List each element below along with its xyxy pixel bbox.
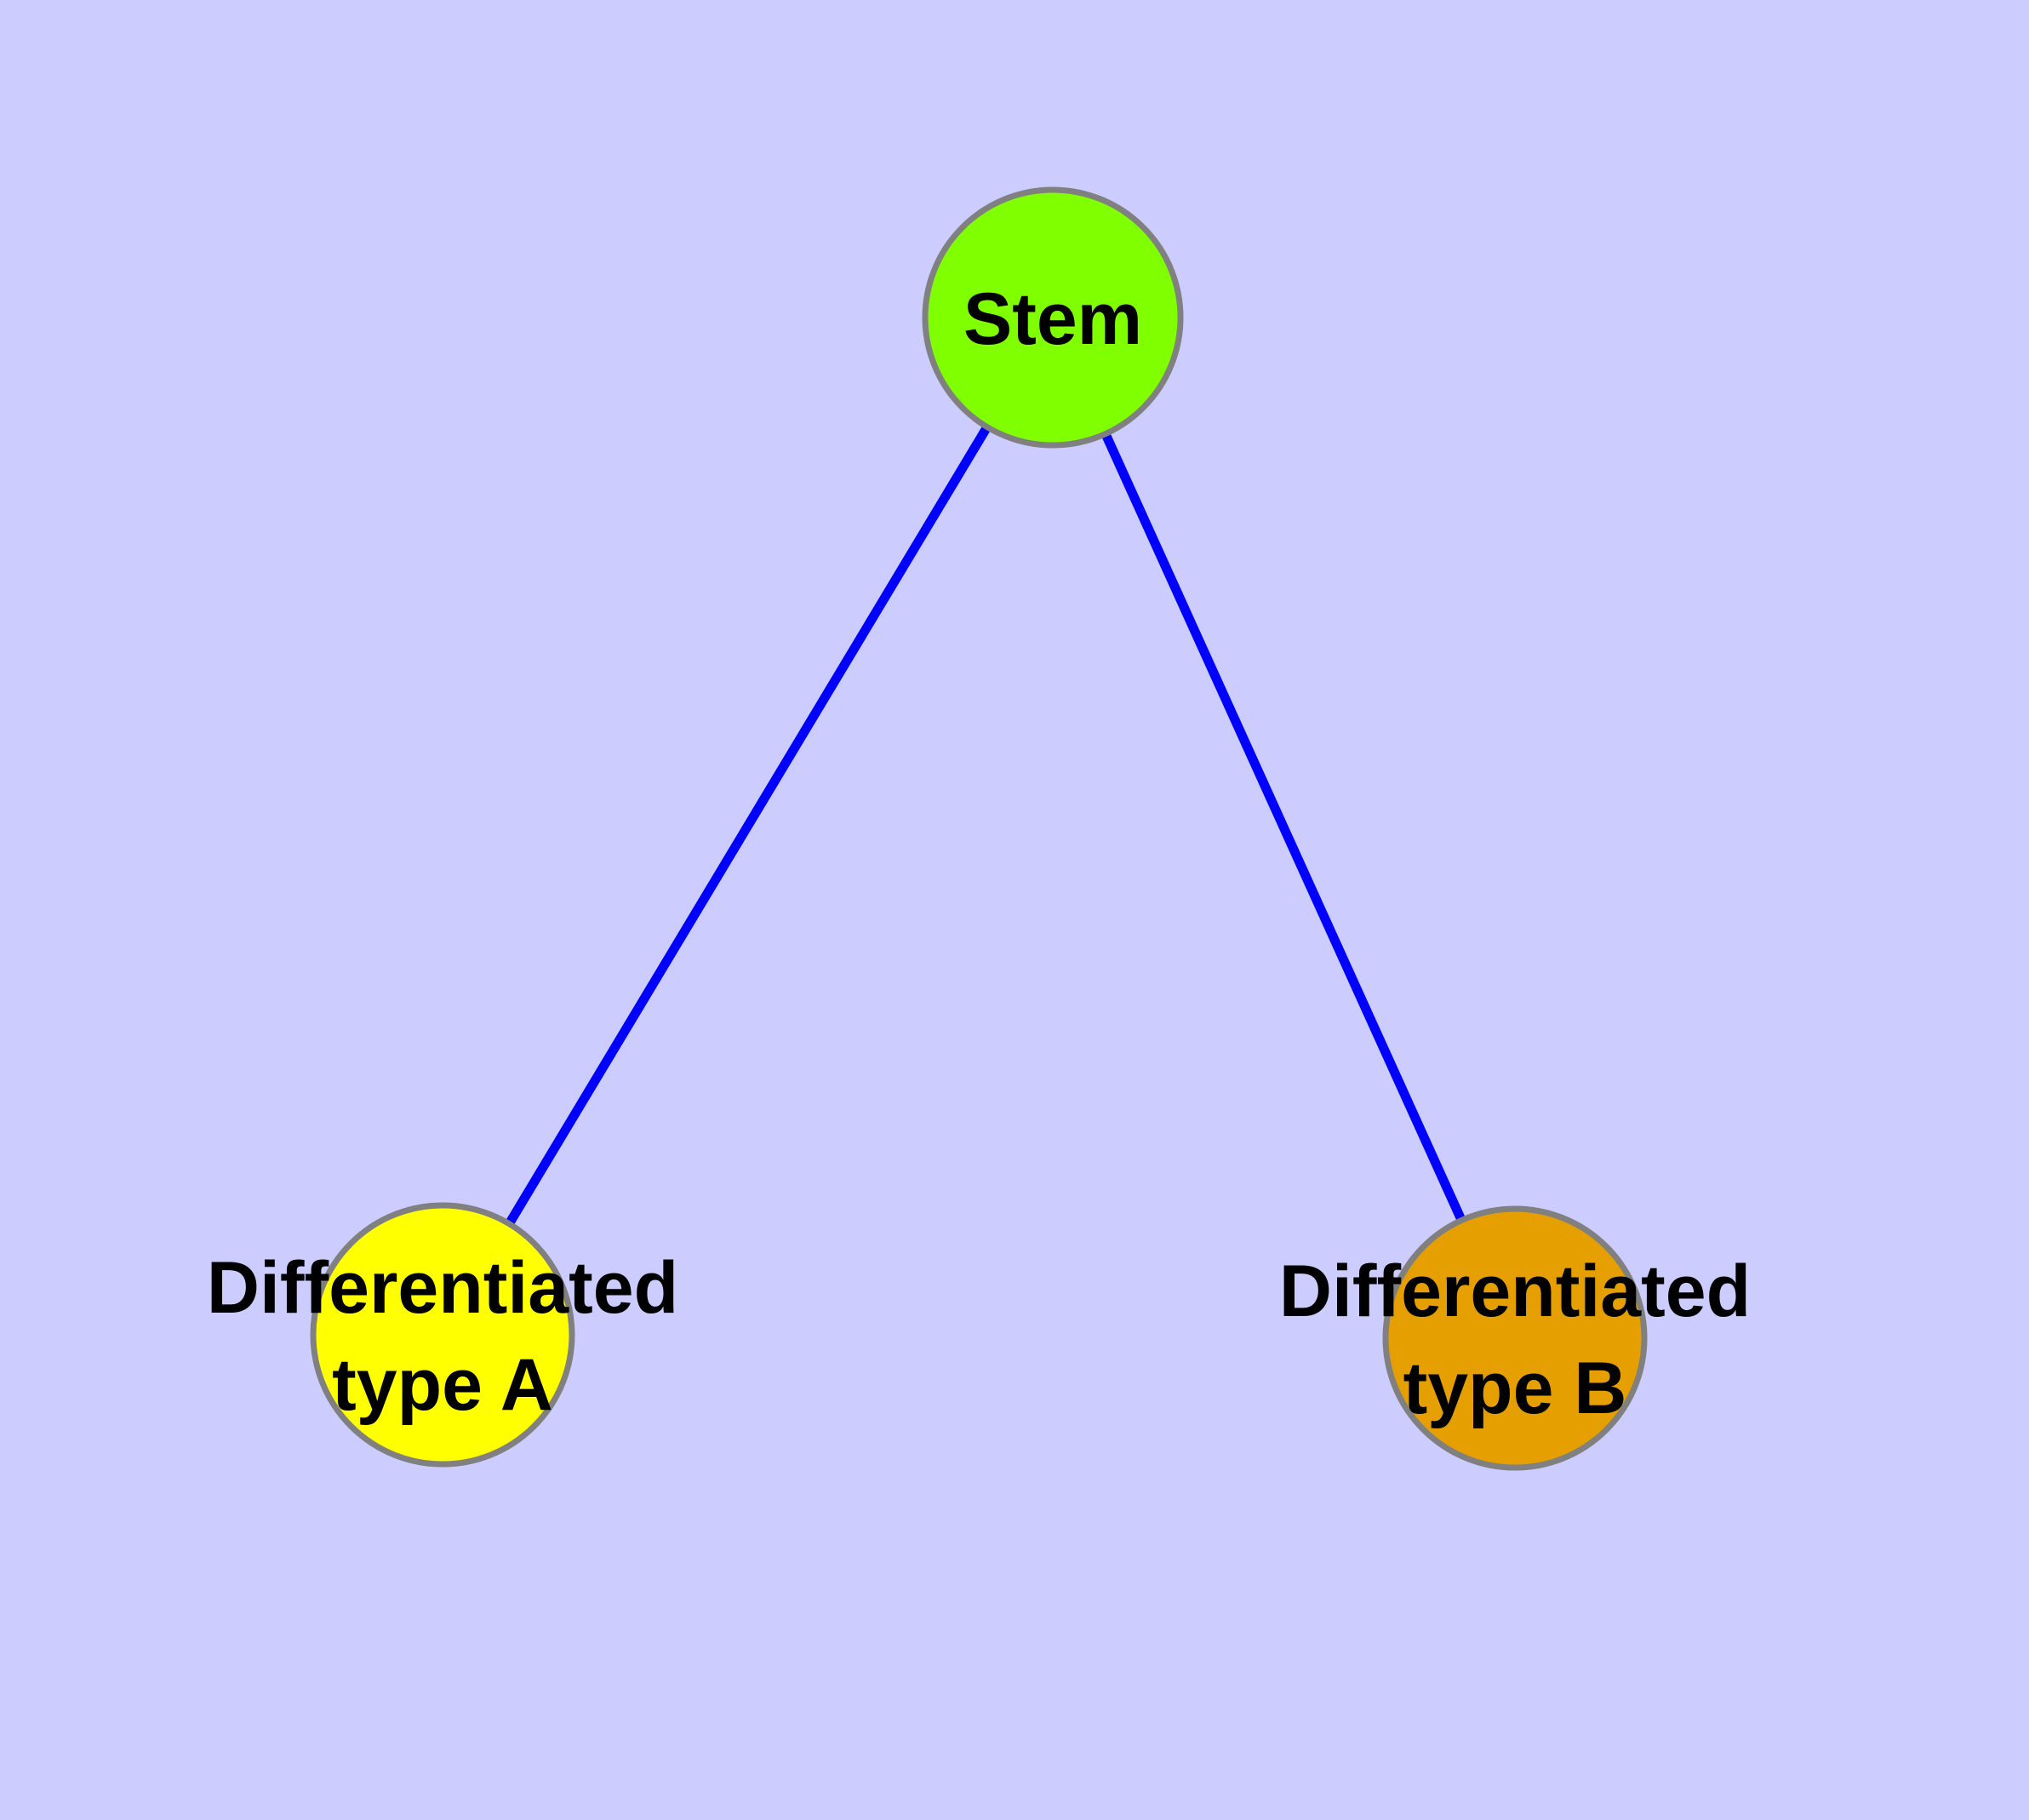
differentiated-type-b-node — [1382, 1205, 1648, 1471]
differentiated-type-a-label-line1: Differentiated — [207, 1247, 678, 1329]
edge-stem-to-type-b — [1048, 315, 1520, 1341]
differentiated-type-a-label-line2: type A — [332, 1344, 553, 1426]
differentiated-type-b-label-line2: type B — [1403, 1348, 1627, 1429]
stem-node — [922, 186, 1184, 449]
stem-node-label: Stem — [963, 278, 1142, 360]
differentiated-type-b-label-line1: Differentiated — [1279, 1251, 1751, 1332]
edge-stem-to-type-a — [438, 315, 1057, 1337]
differentiated-type-a-node — [310, 1202, 575, 1468]
